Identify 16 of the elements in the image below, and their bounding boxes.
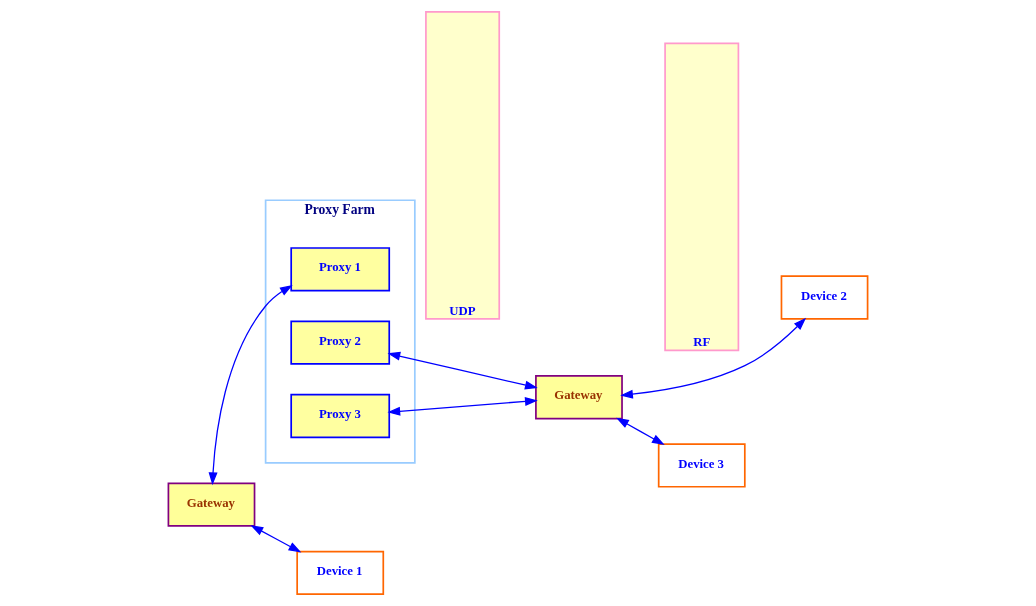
node-box: Gateway [167,482,256,527]
arrow [387,396,538,416]
arrow [208,284,293,486]
node-box: Proxy 1 [290,247,391,292]
node-box: Proxy 2 [290,320,391,365]
node-box: Gateway [535,375,623,420]
arrow [620,317,807,399]
arrow [250,525,302,553]
node-box: Device 1 [296,550,385,596]
arrow [387,351,538,390]
node-box: RF [664,42,740,352]
node-box: Device 3 [657,443,746,488]
arrow [616,417,665,446]
node-box: Device 2 [780,275,869,320]
node-box: UDP [425,10,501,320]
node-box: Proxy 3 [290,393,391,439]
